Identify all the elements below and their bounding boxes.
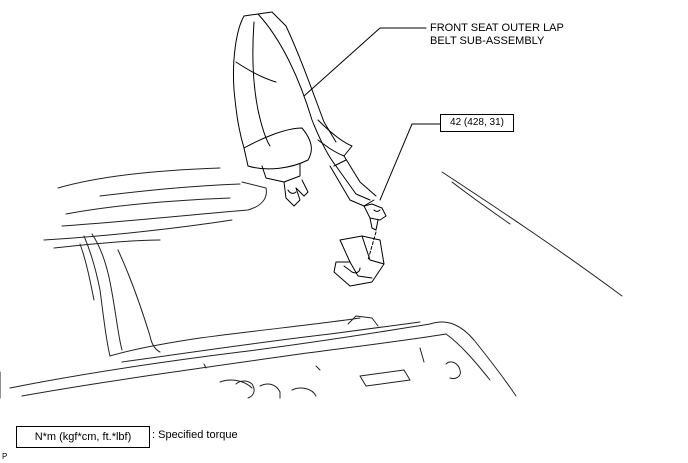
leader-lines — [303, 27, 441, 201]
legend-unit-box: N*m (kgf*cm, ft.*lbf) — [16, 426, 150, 448]
vehicle-surroundings — [0, 167, 623, 399]
part-callout-label: FRONT SEAT OUTER LAP BELT SUB-ASSEMBLY — [430, 22, 564, 48]
bolt — [363, 203, 387, 231]
legend-description: : Specified torque — [152, 429, 238, 441]
part-label-line1: FRONT SEAT OUTER LAP — [430, 22, 564, 34]
floor-anchor-bracket — [333, 231, 385, 287]
torque-spec-box: 42 (428, 31) — [440, 114, 514, 132]
illustration-code: P — [2, 452, 8, 461]
part-label-line2: BELT SUB-ASSEMBLY — [430, 35, 545, 47]
seat-belt-assembly — [233, 11, 377, 207]
